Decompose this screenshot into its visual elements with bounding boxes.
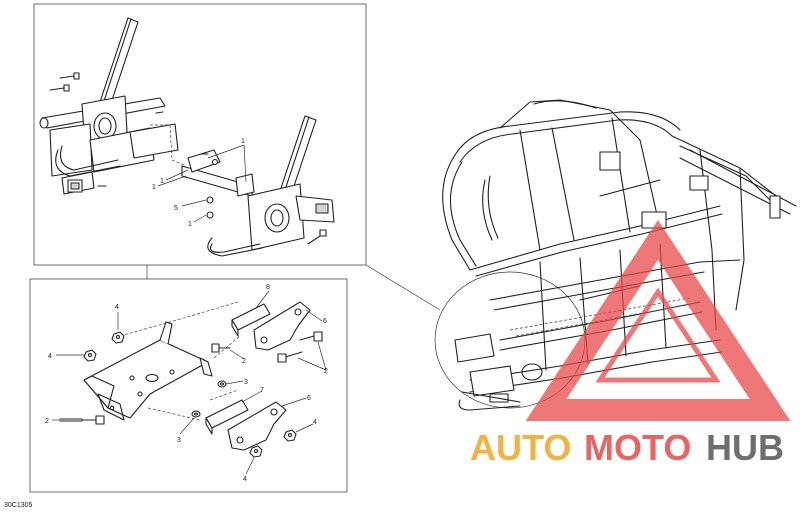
reference-code: 30C1305 xyxy=(4,502,33,509)
callout-lower-4b: 4 xyxy=(48,353,52,360)
bracket-6-lower xyxy=(227,401,287,451)
upper-callouts: 1 1 1 5 1 xyxy=(152,138,247,228)
bolt-2-upper xyxy=(277,351,303,363)
spacer-block-7 xyxy=(205,399,249,435)
nut-4-d xyxy=(249,445,263,458)
bolt-2-left xyxy=(59,415,105,425)
bracket-6-upper xyxy=(253,301,311,351)
callout-lower-2c: 2 xyxy=(45,418,49,425)
lower-dashed-leaders xyxy=(119,301,241,421)
callout-upper-4: 1 xyxy=(188,221,192,228)
right-bracket-assembly xyxy=(181,115,335,257)
upper-detail-frame xyxy=(33,3,367,266)
washer-3-a xyxy=(217,380,227,388)
mounting-plate xyxy=(83,321,213,421)
callout-lower-3b: 3 xyxy=(177,437,181,444)
watermark-logo: AUTO MOTO HUB xyxy=(470,220,791,468)
spacer-block-8 xyxy=(231,303,271,337)
callout-lower-6b: 6 xyxy=(307,395,311,402)
callout-upper-1: 1 xyxy=(241,138,245,145)
callout-lower-6a: 6 xyxy=(323,318,327,325)
nut-4-a xyxy=(111,331,125,344)
lower-callouts: 4 8 6 4 2 2 3 7 6 2 3 4 4 xyxy=(45,284,328,483)
bolt-short xyxy=(211,343,231,353)
washer-3-b xyxy=(191,410,201,418)
callout-lower-2b: 2 xyxy=(324,368,328,375)
zoom-leader-line xyxy=(365,264,441,311)
callout-lower-7: 7 xyxy=(260,387,264,394)
bolt-2-right xyxy=(299,331,323,342)
callout-upper-5: 5 xyxy=(174,205,178,212)
callout-lower-2a: 2 xyxy=(242,358,246,365)
callout-lower-4c: 4 xyxy=(313,419,317,426)
callout-lower-3a: 3 xyxy=(244,379,248,386)
callout-lower-4d: 4 xyxy=(243,476,247,483)
watermark-auto: AUTO xyxy=(470,427,571,468)
callout-lower-8: 8 xyxy=(266,284,270,291)
callout-upper-3: 1 xyxy=(160,178,164,185)
vehicle-frame xyxy=(442,99,797,411)
callout-lower-4a: 4 xyxy=(115,304,119,311)
watermark-hub: HUB xyxy=(706,427,784,468)
callout-upper-2: 1 xyxy=(152,184,156,191)
nut-4-c xyxy=(283,429,297,442)
left-bracket-assembly xyxy=(39,17,187,195)
nut-4-b xyxy=(83,349,97,362)
lower-detail-frame xyxy=(29,278,348,493)
watermark-moto: MOTO xyxy=(584,427,691,468)
